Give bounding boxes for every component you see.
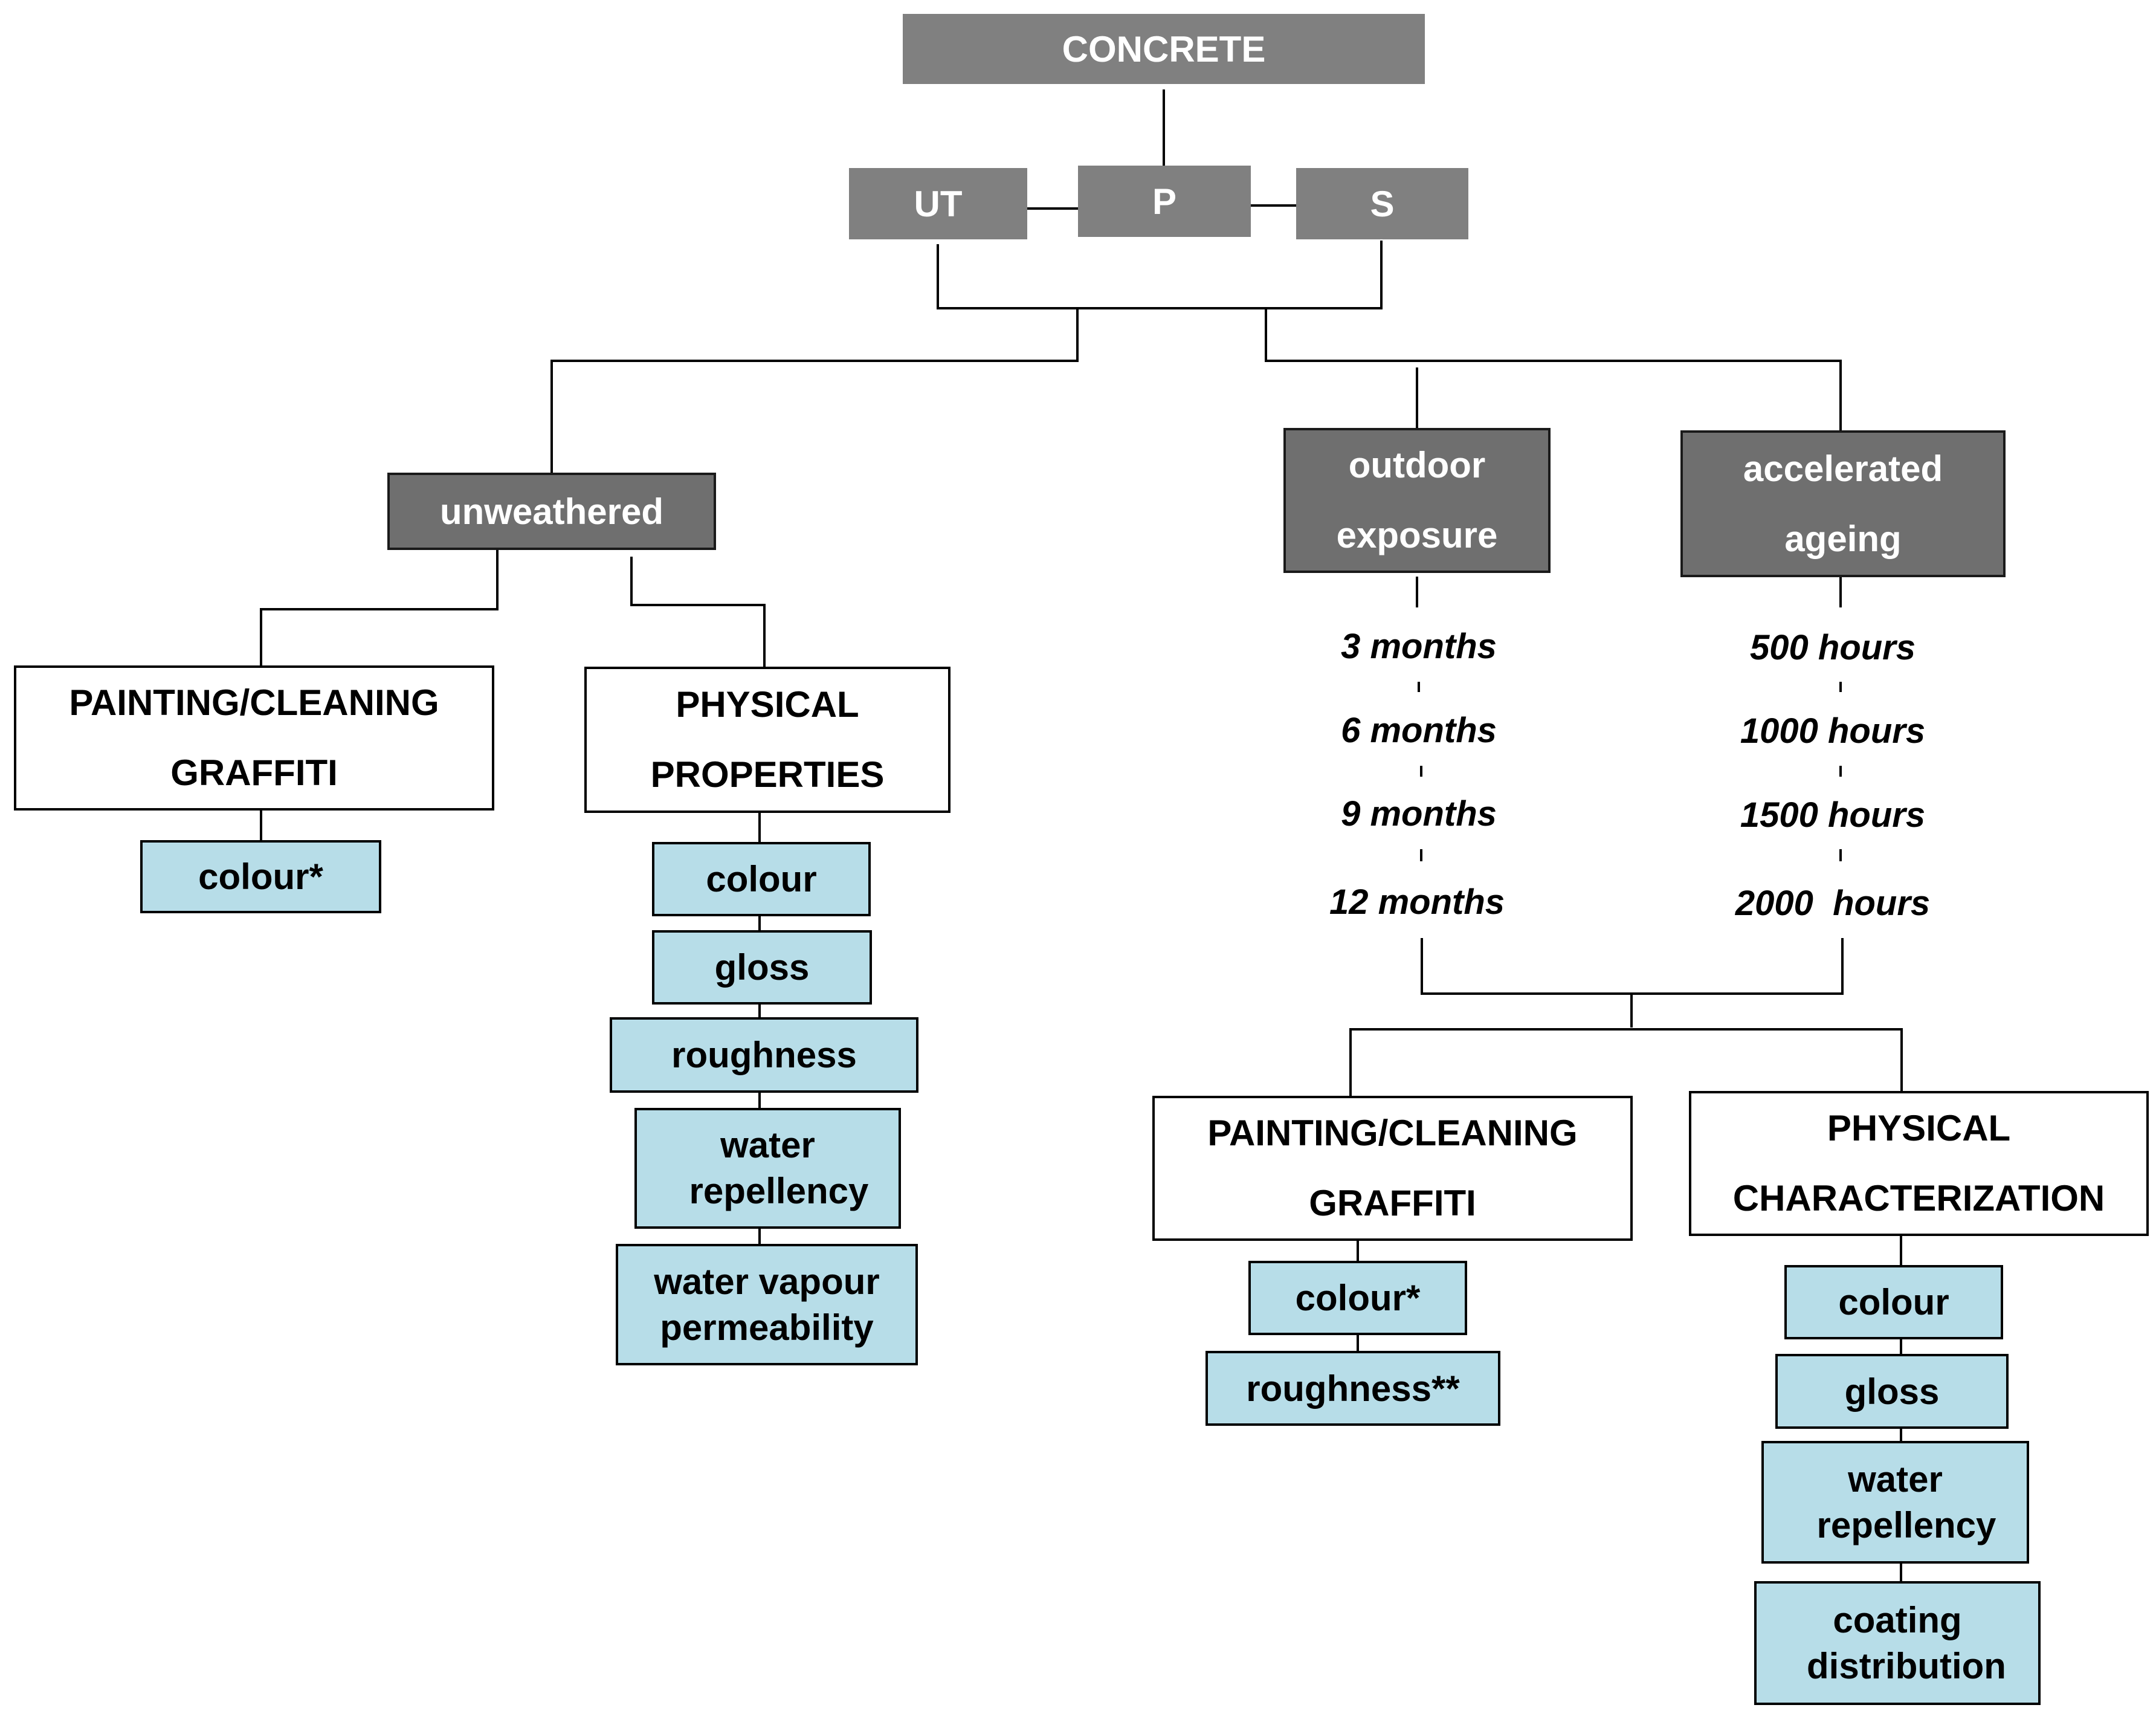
treatment-node-s: S xyxy=(1296,168,1468,239)
node-line: PROPERTIES xyxy=(650,754,885,795)
node-line: CHARACTERIZATION xyxy=(1732,1178,2105,1218)
accelerated-duration: 1000 hours xyxy=(1740,711,1926,751)
accelerated-duration: 2000 hours xyxy=(1735,884,1931,923)
node-line: exposure xyxy=(1336,515,1498,555)
outdoor-duration: 6 months xyxy=(1341,711,1497,750)
measure-box: gloss xyxy=(652,930,872,1005)
measure-box: colour xyxy=(652,842,871,916)
unweathered-painting-graffiti-node: PAINTING/CLEANING GRAFFITI xyxy=(14,665,494,811)
measure-box: roughness** xyxy=(1205,1351,1500,1426)
outdoor-duration: 3 months xyxy=(1341,627,1497,666)
treatment-label: UT xyxy=(914,183,963,224)
weathered-physical-characterization-node: PHYSICAL CHARACTERIZATION xyxy=(1689,1091,2149,1236)
measure-label: water repellency xyxy=(1816,1458,1996,1545)
measure-box: gloss xyxy=(1775,1354,2009,1429)
root-node-concrete: CONCRETE xyxy=(903,14,1425,84)
measure-box: roughness xyxy=(610,1017,918,1093)
measure-label: colour xyxy=(1838,1282,1949,1322)
measure-label: gloss xyxy=(714,947,810,988)
measure-label: roughness xyxy=(671,1035,857,1075)
measure-box: colour* xyxy=(1248,1261,1467,1335)
treatment-label: S xyxy=(1370,183,1395,224)
node-line: accelerated xyxy=(1743,448,1943,489)
measure-box: water repellency xyxy=(1761,1441,2029,1564)
node-line: PAINTING/CLEANING xyxy=(1207,1113,1578,1153)
measure-box: water repellency xyxy=(634,1108,901,1229)
measure-label: colour xyxy=(706,859,817,899)
node-line: ageing xyxy=(1784,518,1902,559)
measure-label: coating distribution xyxy=(1807,1599,2006,1686)
accelerated-duration: 500 hours xyxy=(1750,628,1916,667)
node-line: PHYSICAL xyxy=(1827,1108,2011,1148)
node-line: GRAFFITI xyxy=(1309,1183,1476,1223)
unweathered-node: unweathered xyxy=(387,473,716,550)
measure-label: gloss xyxy=(1844,1371,1940,1412)
measure-label: colour* xyxy=(1295,1278,1421,1318)
outdoor-duration: 12 months xyxy=(1329,882,1505,922)
outdoor-duration: 9 months xyxy=(1341,794,1497,833)
accelerated-ageing-node: accelerated ageing xyxy=(1680,430,2006,577)
root-label: CONCRETE xyxy=(1062,28,1266,70)
accelerated-duration: 1500 hours xyxy=(1740,795,1926,835)
outdoor-exposure-node: outdoor exposure xyxy=(1283,428,1551,573)
measure-label: water vapour permeability xyxy=(654,1261,880,1348)
node-line: PAINTING/CLEANING xyxy=(69,682,439,723)
measure-box: colour xyxy=(1784,1265,2003,1339)
unweathered-label: unweathered xyxy=(439,491,664,532)
treatment-node-p: P xyxy=(1078,166,1251,237)
measure-label: colour* xyxy=(198,856,323,897)
measure-label: water repellency xyxy=(689,1125,869,1211)
measure-box: colour* xyxy=(140,840,381,913)
treatment-label: P xyxy=(1152,181,1177,222)
node-line: PHYSICAL xyxy=(676,684,859,725)
weathered-painting-graffiti-node: PAINTING/CLEANING GRAFFITI xyxy=(1152,1096,1633,1241)
node-line: GRAFFITI xyxy=(170,752,338,793)
measure-box: water vapour permeability xyxy=(616,1244,918,1365)
node-line: outdoor xyxy=(1348,445,1486,485)
unweathered-physical-properties-node: PHYSICAL PROPERTIES xyxy=(584,667,951,813)
treatment-node-ut: UT xyxy=(849,168,1027,239)
measure-label: roughness** xyxy=(1246,1368,1460,1409)
measure-box: coating distribution xyxy=(1754,1581,2041,1705)
